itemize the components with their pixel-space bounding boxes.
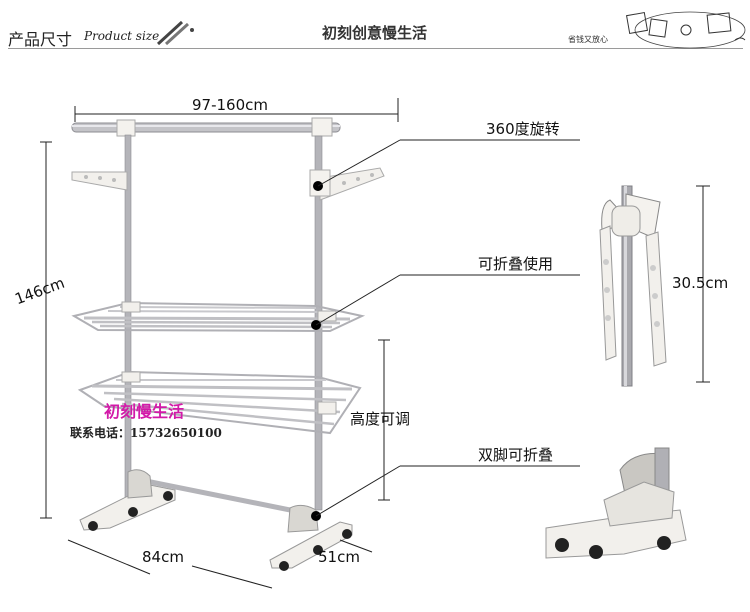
arm-length-label: 30.5cm <box>672 274 729 292</box>
callout-rotate: 360度旋转 <box>486 120 560 138</box>
base-depth-label: 51cm <box>318 548 360 566</box>
foot-detail-image <box>545 447 687 559</box>
brand-watermark: 初刻慢生活 <box>104 402 185 421</box>
contact-phone: 联系电话：15732650100 <box>70 426 222 440</box>
header-title-en: Product size <box>84 29 160 43</box>
callout-leaders <box>315 139 580 517</box>
callout-height-adjust: 高度可调 <box>350 410 411 428</box>
header-slogan: 省钱又放心 <box>568 35 608 44</box>
header-divider <box>8 48 743 49</box>
dimension-lines <box>40 98 710 589</box>
callout-feet-fold: 双脚可折叠 <box>478 446 554 464</box>
lower-shelf <box>77 370 362 435</box>
base-width-label: 84cm <box>142 548 184 566</box>
hinge-detail-image <box>599 185 667 387</box>
upper-shelf <box>71 301 366 333</box>
drying-rack <box>71 117 385 571</box>
header-brand-title: 初刻创意慢生活 <box>322 24 428 42</box>
callout-foldable: 可折叠使用 <box>478 255 554 273</box>
header-title-cn: 产品尺寸 <box>8 30 73 49</box>
pencils-icon <box>156 20 194 46</box>
doodle-logo-icon <box>625 11 746 49</box>
width-label: 97-160cm <box>192 96 268 114</box>
